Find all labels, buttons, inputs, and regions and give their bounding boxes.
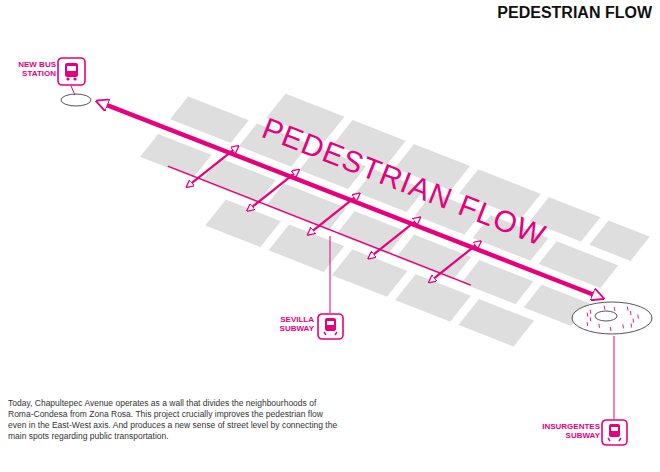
- leader-line: [330, 236, 331, 313]
- station-node: INSURGENTES SUBWAY: [536, 298, 656, 452]
- station-node: NEW BUS STATION: [4, 54, 98, 110]
- city-blocks: [140, 93, 651, 347]
- subway-icon: [602, 420, 627, 445]
- station-label: SEVILLA SUBWAY: [270, 315, 314, 333]
- station-label: NEW BUS STATION: [4, 60, 56, 78]
- insurgentes-roundabout: [572, 302, 652, 334]
- caption: Today, Chapultepec Avenue operates as a …: [8, 398, 342, 442]
- pedestrian-crossings: [168, 146, 480, 285]
- bus-icon: [58, 58, 85, 85]
- bus-station-plaza: [61, 94, 91, 106]
- leader-line: [614, 336, 615, 419]
- pedestrian-marks: [587, 306, 638, 331]
- diagram-title: PEDESTRIAN FLOW: [497, 4, 652, 22]
- subway-icon: [318, 314, 343, 339]
- leader-line: [71, 86, 75, 95]
- station-label: INSURGENTES SUBWAY: [536, 422, 600, 440]
- roundabout-center: [595, 311, 617, 321]
- city-block: [589, 220, 651, 262]
- flow-arrow: [98, 102, 602, 298]
- station-node: SEVILLA SUBWAY: [270, 310, 346, 344]
- city-block: [458, 299, 535, 348]
